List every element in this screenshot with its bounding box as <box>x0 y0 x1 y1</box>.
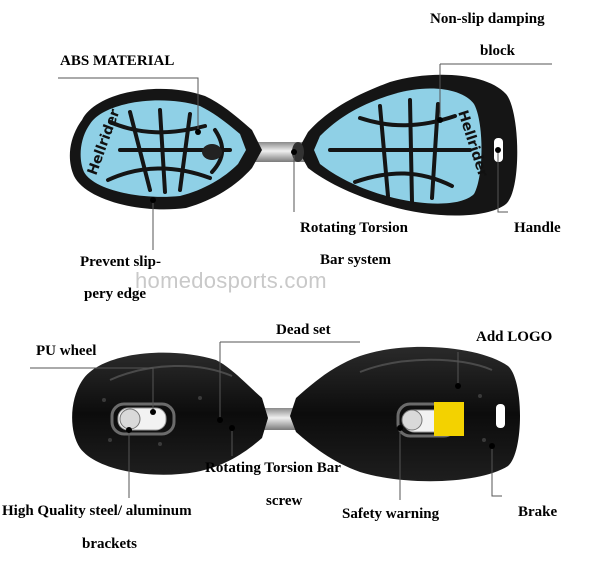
label-non-slip-line1: Non-slip damping <box>430 11 545 27</box>
label-rotating-torsion-line2: Bar system <box>320 252 391 268</box>
label-non-slip-line2: block <box>480 43 516 59</box>
bottom-callout-dots <box>126 383 495 449</box>
bottom-handle-slot <box>496 404 505 428</box>
watermark: homedosports.com <box>135 268 327 293</box>
bottom-board <box>72 346 520 482</box>
right-tribal-graphic <box>328 98 472 204</box>
label-rotating-torsion-line1: Rotating Torsion <box>300 220 408 236</box>
label-brake: Brake <box>518 504 558 520</box>
label-safety-warning: Safety warning <box>342 506 440 522</box>
label-handle: Handle <box>514 220 561 236</box>
label-torsion-screw-line1: Rotating Torsion Bar <box>205 460 341 476</box>
hinge-right <box>292 142 304 162</box>
label-abs-material: ABS MATERIAL <box>60 53 175 69</box>
left-tribal-graphic <box>106 108 232 194</box>
top-callout-dots <box>150 117 501 203</box>
bottom-left-deck <box>72 352 268 475</box>
hinge-left <box>202 144 222 160</box>
label-dead-set: Dead set <box>276 322 331 338</box>
label-pu-wheel: PU wheel <box>36 343 97 359</box>
label-add-logo: Add LOGO <box>476 329 553 345</box>
label-torsion-screw-line2: screw <box>266 493 303 509</box>
top-callout-lines <box>58 63 552 250</box>
label-prevent-line1: Prevent slip- <box>80 254 161 270</box>
label-prevent-line2: pery edge <box>84 286 147 302</box>
label-high-quality-line1: High Quality steel/ aluminum <box>2 503 192 519</box>
safety-warning-sticker <box>434 402 464 436</box>
label-high-quality-line2: brackets <box>82 536 137 552</box>
bottom-callout-lines <box>30 341 502 500</box>
